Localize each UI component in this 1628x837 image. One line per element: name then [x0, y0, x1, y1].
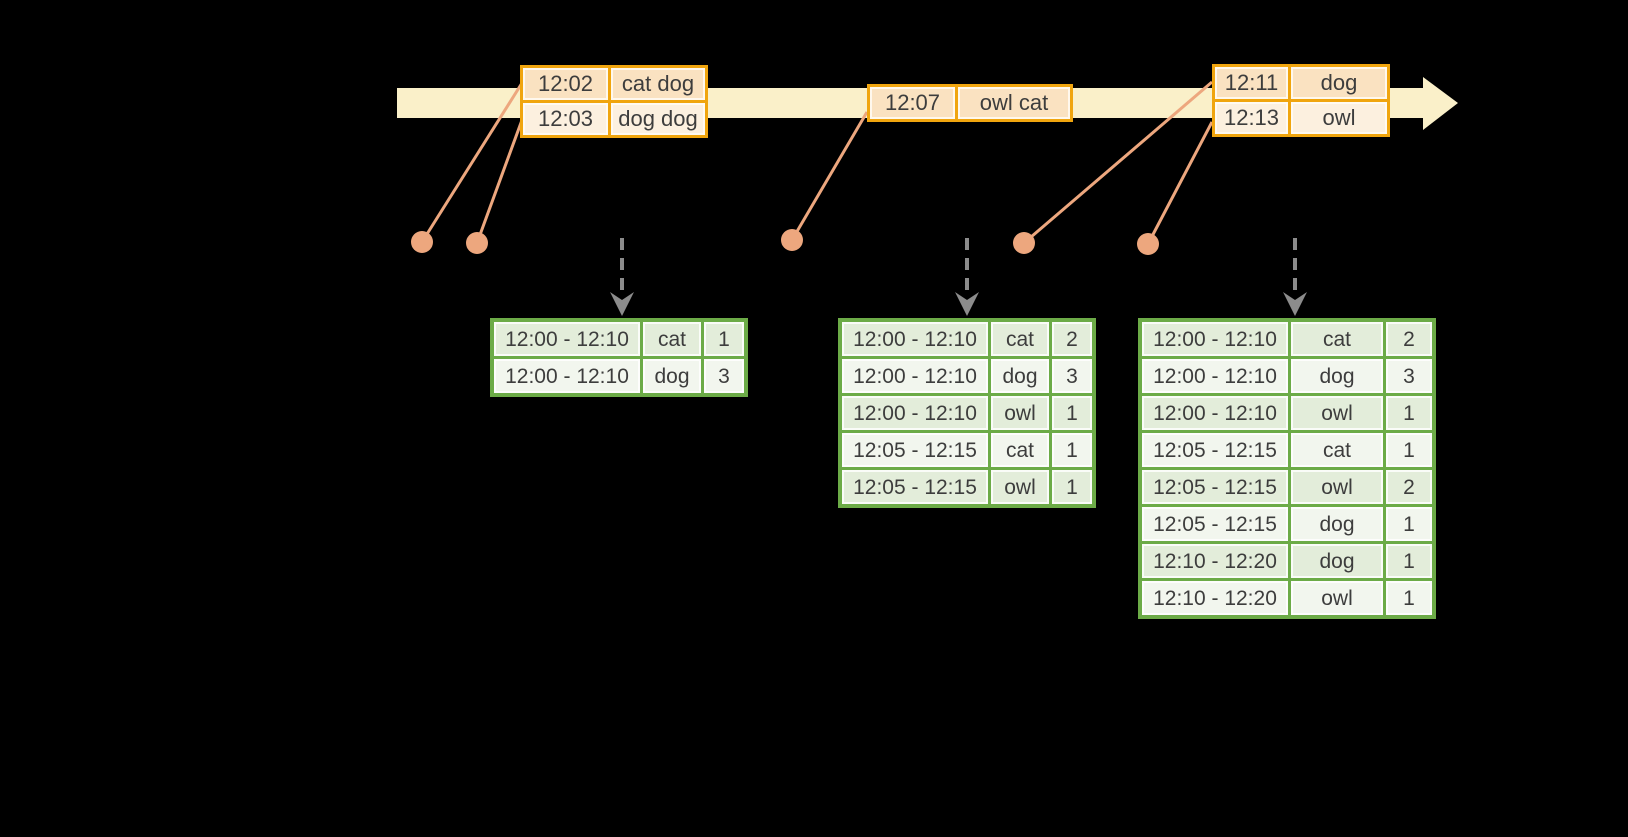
result-word-cell: owl — [1291, 470, 1383, 504]
result-word-cell: cat — [1291, 433, 1383, 467]
result-word-cell: dog — [1291, 507, 1383, 541]
result-window-cell: 12:05 - 12:15 — [842, 433, 988, 467]
result-count-cell: 2 — [1386, 322, 1432, 356]
event-time-cell: 12:11 — [1215, 67, 1288, 99]
result-word-cell: cat — [643, 322, 701, 356]
result-window-cell: 12:00 - 12:10 — [1142, 322, 1288, 356]
result-count-cell: 3 — [1052, 359, 1092, 393]
event-words-cell: dog dog — [611, 103, 705, 135]
event-words-cell: owl cat — [958, 87, 1070, 119]
event-table-1: 12:02 cat dog 12:03 dog dog — [520, 65, 708, 138]
result-count-cell: 2 — [1386, 470, 1432, 504]
trigger-arrow-lines — [620, 238, 1297, 292]
result-word-cell: dog — [643, 359, 701, 393]
event-connector-line-5 — [1146, 121, 1214, 245]
result-word-cell: owl — [991, 470, 1049, 504]
result-window-cell: 12:00 - 12:10 — [842, 322, 988, 356]
result-word-cell: dog — [991, 359, 1049, 393]
result-count-cell: 1 — [704, 322, 744, 356]
trigger-arrowheads — [610, 292, 1307, 316]
result-table-2: 12:00 - 12:10 cat 2 12:00 - 12:10 dog 3 … — [838, 318, 1096, 508]
event-connector-line-4 — [1023, 80, 1213, 245]
trigger-arrowhead-icon-1 — [610, 292, 634, 316]
result-word-cell: owl — [991, 396, 1049, 430]
result-count-cell: 3 — [1386, 359, 1432, 393]
event-connector-lines — [420, 80, 1214, 245]
result-word-cell: dog — [1291, 359, 1383, 393]
event-dot-icon-4 — [1013, 232, 1035, 254]
result-window-cell: 12:05 - 12:15 — [1142, 470, 1288, 504]
result-count-cell: 2 — [1052, 322, 1092, 356]
result-word-cell: owl — [1291, 396, 1383, 430]
event-connector-line-1 — [420, 82, 524, 243]
result-window-cell: 12:00 - 12:10 — [842, 396, 988, 430]
event-words-cell: cat dog — [611, 68, 705, 100]
event-time-cell: 12:07 — [870, 87, 955, 119]
result-count-cell: 1 — [1052, 433, 1092, 467]
result-count-cell: 1 — [1386, 581, 1432, 615]
result-count-cell: 3 — [704, 359, 744, 393]
result-window-cell: 12:00 - 12:10 — [842, 359, 988, 393]
result-window-cell: 12:00 - 12:10 — [494, 359, 640, 393]
timeline-arrowhead-icon — [1423, 77, 1458, 130]
event-words-cell: owl — [1291, 102, 1387, 134]
result-table-3: 12:00 - 12:10 cat 2 12:00 - 12:10 dog 3 … — [1138, 318, 1436, 619]
result-count-cell: 1 — [1052, 470, 1092, 504]
event-connector-line-2 — [475, 119, 524, 244]
result-count-cell: 1 — [1386, 544, 1432, 578]
trigger-arrowhead-icon-2 — [955, 292, 979, 316]
result-window-cell: 12:05 - 12:15 — [842, 470, 988, 504]
event-dot-icon-5 — [1137, 233, 1159, 255]
event-connector-line-3 — [790, 111, 869, 241]
result-word-cell: cat — [991, 433, 1049, 467]
event-table-2: 12:07 owl cat — [867, 84, 1073, 122]
trigger-arrowhead-icon-3 — [1283, 292, 1307, 316]
result-window-cell: 12:00 - 12:10 — [1142, 359, 1288, 393]
result-window-cell: 12:10 - 12:20 — [1142, 581, 1288, 615]
event-dots — [411, 229, 1159, 255]
event-dot-icon-3 — [781, 229, 803, 251]
event-time-cell: 12:02 — [523, 68, 608, 100]
result-word-cell: cat — [1291, 322, 1383, 356]
result-window-cell: 12:10 - 12:20 — [1142, 544, 1288, 578]
result-window-cell: 12:00 - 12:10 — [494, 322, 640, 356]
result-window-cell: 12:00 - 12:10 — [1142, 396, 1288, 430]
event-time-cell: 12:13 — [1215, 102, 1288, 134]
result-count-cell: 1 — [1386, 396, 1432, 430]
result-count-cell: 1 — [1052, 396, 1092, 430]
event-table-3: 12:11 dog 12:13 owl — [1212, 64, 1390, 137]
event-time-cell: 12:03 — [523, 103, 608, 135]
event-dot-icon-2 — [466, 232, 488, 254]
result-word-cell: cat — [991, 322, 1049, 356]
result-word-cell: dog — [1291, 544, 1383, 578]
result-table-1: 12:00 - 12:10 cat 1 12:00 - 12:10 dog 3 — [490, 318, 748, 397]
result-count-cell: 1 — [1386, 507, 1432, 541]
result-word-cell: owl — [1291, 581, 1383, 615]
result-count-cell: 1 — [1386, 433, 1432, 467]
result-window-cell: 12:05 - 12:15 — [1142, 507, 1288, 541]
event-dot-icon-1 — [411, 231, 433, 253]
event-words-cell: dog — [1291, 67, 1387, 99]
result-window-cell: 12:05 - 12:15 — [1142, 433, 1288, 467]
